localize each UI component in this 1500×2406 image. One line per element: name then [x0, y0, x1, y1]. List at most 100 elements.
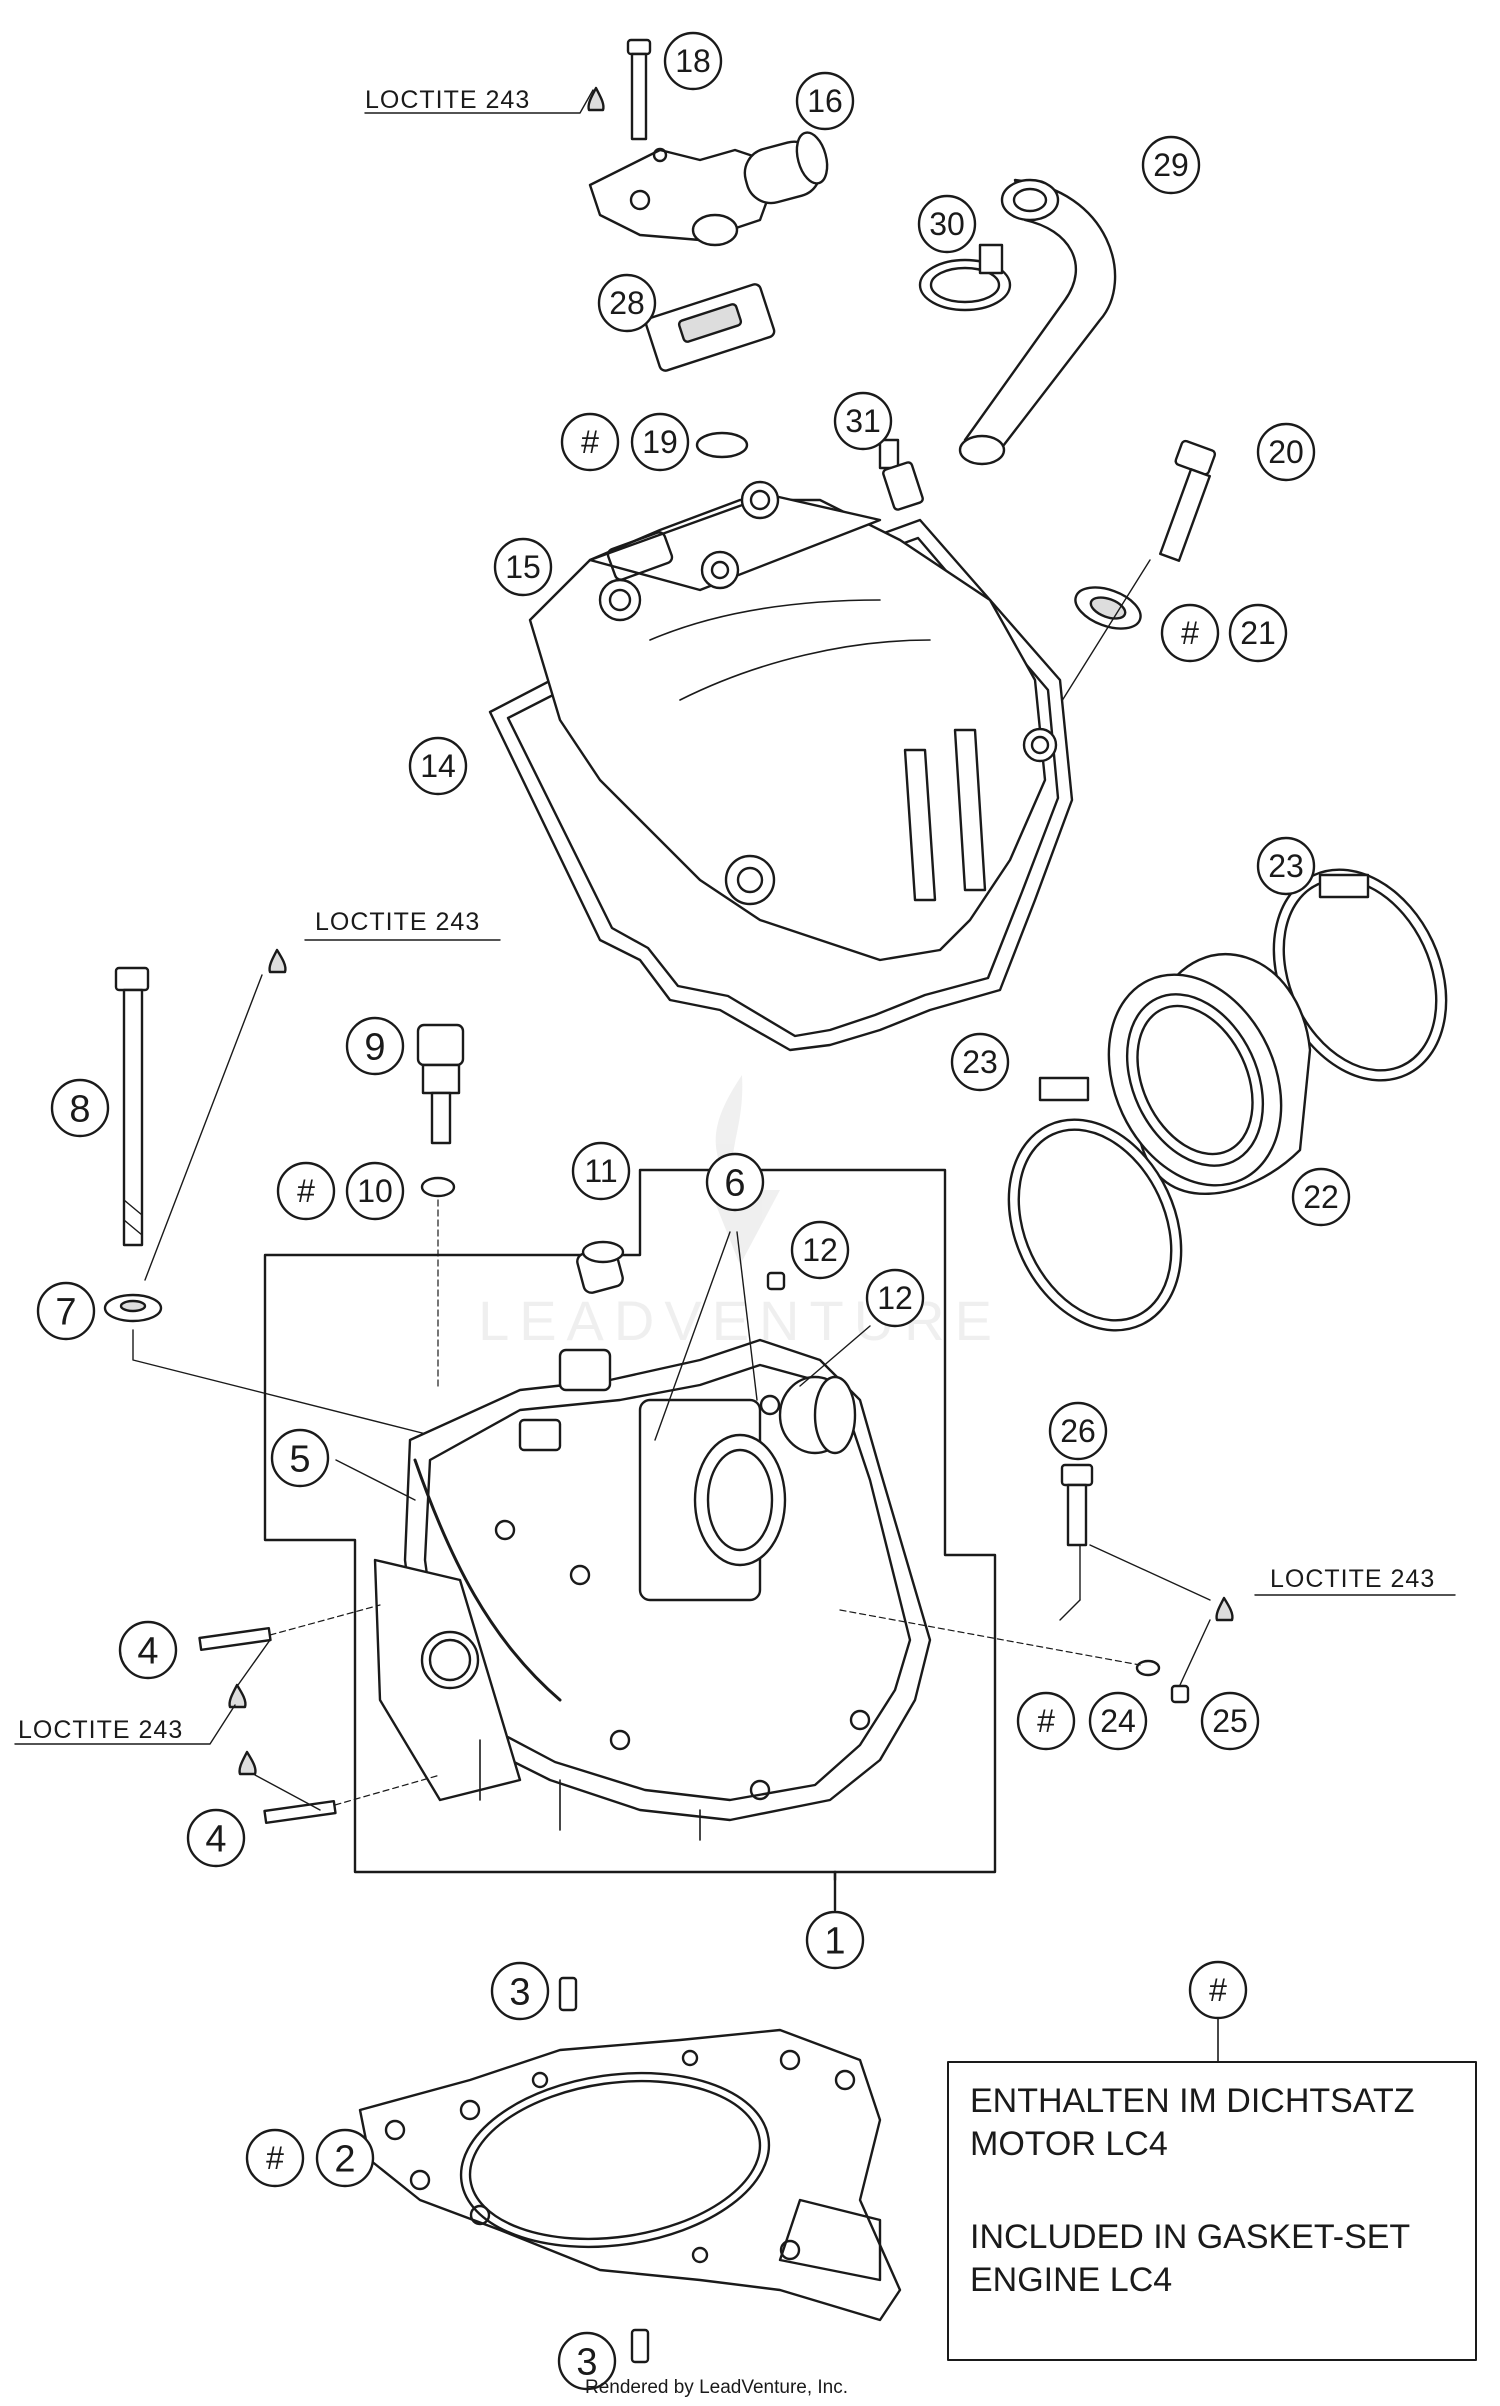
callout-19: 19 — [630, 412, 690, 472]
o-ring-24 — [1135, 1659, 1161, 1677]
leader-line — [1179, 1619, 1211, 1686]
loctite-label: LOCTITE 243 — [1270, 1565, 1435, 1593]
clamp-23-upper — [1272, 868, 1448, 1082]
callout-28: 28 — [597, 273, 657, 333]
head-gasket-2 — [358, 2028, 902, 2322]
callout-7: 7 — [36, 1281, 96, 1341]
callout-22: 22 — [1291, 1167, 1351, 1227]
svg-text:23: 23 — [962, 1044, 998, 1080]
svg-text:22: 22 — [1303, 1179, 1339, 1215]
svg-text:4: 4 — [205, 1818, 226, 1860]
callout-9: 9 — [345, 1016, 405, 1076]
washer-7 — [103, 1293, 163, 1323]
svg-text:12: 12 — [802, 1232, 838, 1268]
gasket-set-hash-icon: # — [560, 412, 620, 472]
callout-25: 25 — [1200, 1691, 1260, 1751]
leader-line — [1089, 1544, 1211, 1601]
legend-hash-icon: # — [1188, 1960, 1248, 2020]
o-ring-19 — [695, 431, 749, 459]
callout-15: 15 — [493, 537, 553, 597]
stud-4-lower — [263, 1799, 337, 1825]
gasket-28 — [644, 283, 776, 372]
leader-line — [1059, 1599, 1081, 1621]
loctite-leader — [364, 89, 594, 114]
callout-11: 11 — [571, 1141, 631, 1201]
stud-4-upper — [198, 1626, 272, 1652]
hose-clamp-30 — [918, 243, 1012, 312]
cylinder-head-1 — [373, 1338, 932, 1841]
watermark: LEADVENTURE — [478, 1075, 992, 1352]
leader-line — [237, 1639, 271, 1686]
svg-text:28: 28 — [609, 285, 645, 321]
leader-line — [144, 974, 263, 1281]
gasket-set-hash-icon: # — [276, 1161, 336, 1221]
svg-text:6: 6 — [724, 1162, 745, 1204]
svg-text:#: # — [1181, 615, 1199, 651]
valve-cover-15 — [528, 480, 1058, 962]
legend-line-2: MOTOR LC4 — [970, 2125, 1168, 2163]
leader-line — [132, 1329, 431, 1436]
leader-line — [839, 1609, 1141, 1666]
callout-29: 29 — [1141, 135, 1201, 195]
svg-text:#: # — [297, 1173, 315, 1209]
clamp-23-lower — [1007, 1076, 1183, 1332]
svg-text:30: 30 — [929, 206, 965, 242]
callout-10: 10 — [345, 1161, 405, 1221]
svg-text:4: 4 — [137, 1630, 158, 1672]
loctite-drop — [228, 1683, 247, 1709]
svg-text:24: 24 — [1100, 1703, 1136, 1739]
gasket-set-hash-icon: # — [1016, 1691, 1076, 1751]
callout-12: 12 — [790, 1220, 850, 1280]
dowel-3-lower — [630, 2328, 650, 2364]
leader-line — [254, 1774, 321, 1811]
legend-line-1: ENTHALTEN IM DICHTSATZ — [970, 2082, 1415, 2120]
svg-text:#: # — [266, 2140, 284, 2176]
callout-2: 2 — [315, 2128, 375, 2188]
dowel-3-upper — [558, 1976, 578, 2012]
svg-text:11: 11 — [584, 1153, 617, 1189]
cylinder-head-frame — [263, 1168, 997, 1874]
legend-box — [947, 2061, 1477, 2361]
loctite-label: LOCTITE 243 — [18, 1716, 183, 1744]
svg-text:3: 3 — [509, 1971, 530, 2013]
svg-text:1: 1 — [824, 1920, 845, 1962]
svg-text:9: 9 — [364, 1026, 385, 1068]
svg-text:5: 5 — [289, 1438, 310, 1480]
leader-line — [334, 1774, 441, 1806]
plug-25 — [1170, 1684, 1190, 1704]
svg-text:19: 19 — [642, 424, 678, 460]
callout-23: 23 — [950, 1032, 1010, 1092]
svg-text:20: 20 — [1268, 434, 1304, 470]
svg-text:23: 23 — [1268, 848, 1304, 884]
loctite-drop — [268, 948, 287, 974]
callout-31: 31 — [833, 391, 893, 451]
svg-text:16: 16 — [807, 83, 843, 119]
o-ring-10 — [420, 1176, 456, 1198]
footer-credit: Rendered by LeadVenture, Inc. — [585, 2377, 848, 2398]
svg-text:26: 26 — [1060, 1413, 1096, 1449]
callout-12: 12 — [865, 1268, 925, 1328]
callout-5: 5 — [270, 1428, 330, 1488]
svg-text:29: 29 — [1153, 147, 1189, 183]
svg-text:18: 18 — [675, 43, 711, 79]
loctite-drop — [587, 86, 605, 112]
temp-sensor-9 — [416, 1023, 465, 1145]
callout-16: 16 — [795, 71, 855, 131]
callout-20: 20 — [1256, 422, 1316, 482]
loctite-leader — [14, 1704, 236, 1745]
bolt-8 — [114, 966, 150, 1247]
leader-line — [269, 1604, 381, 1636]
callout-3: 3 — [490, 1961, 550, 2021]
callout-4: 4 — [186, 1808, 246, 1868]
leader-line — [736, 1231, 758, 1401]
svg-text:21: 21 — [1240, 615, 1276, 651]
svg-text:3: 3 — [576, 2341, 597, 2383]
callout-8: 8 — [50, 1078, 110, 1138]
loctite-drop — [1215, 1596, 1234, 1622]
svg-text:15: 15 — [505, 549, 541, 585]
leader-line — [1049, 559, 1151, 721]
callout-18: 18 — [663, 31, 723, 91]
bolt-12 — [766, 1271, 786, 1291]
svg-text:31: 31 — [845, 403, 881, 439]
